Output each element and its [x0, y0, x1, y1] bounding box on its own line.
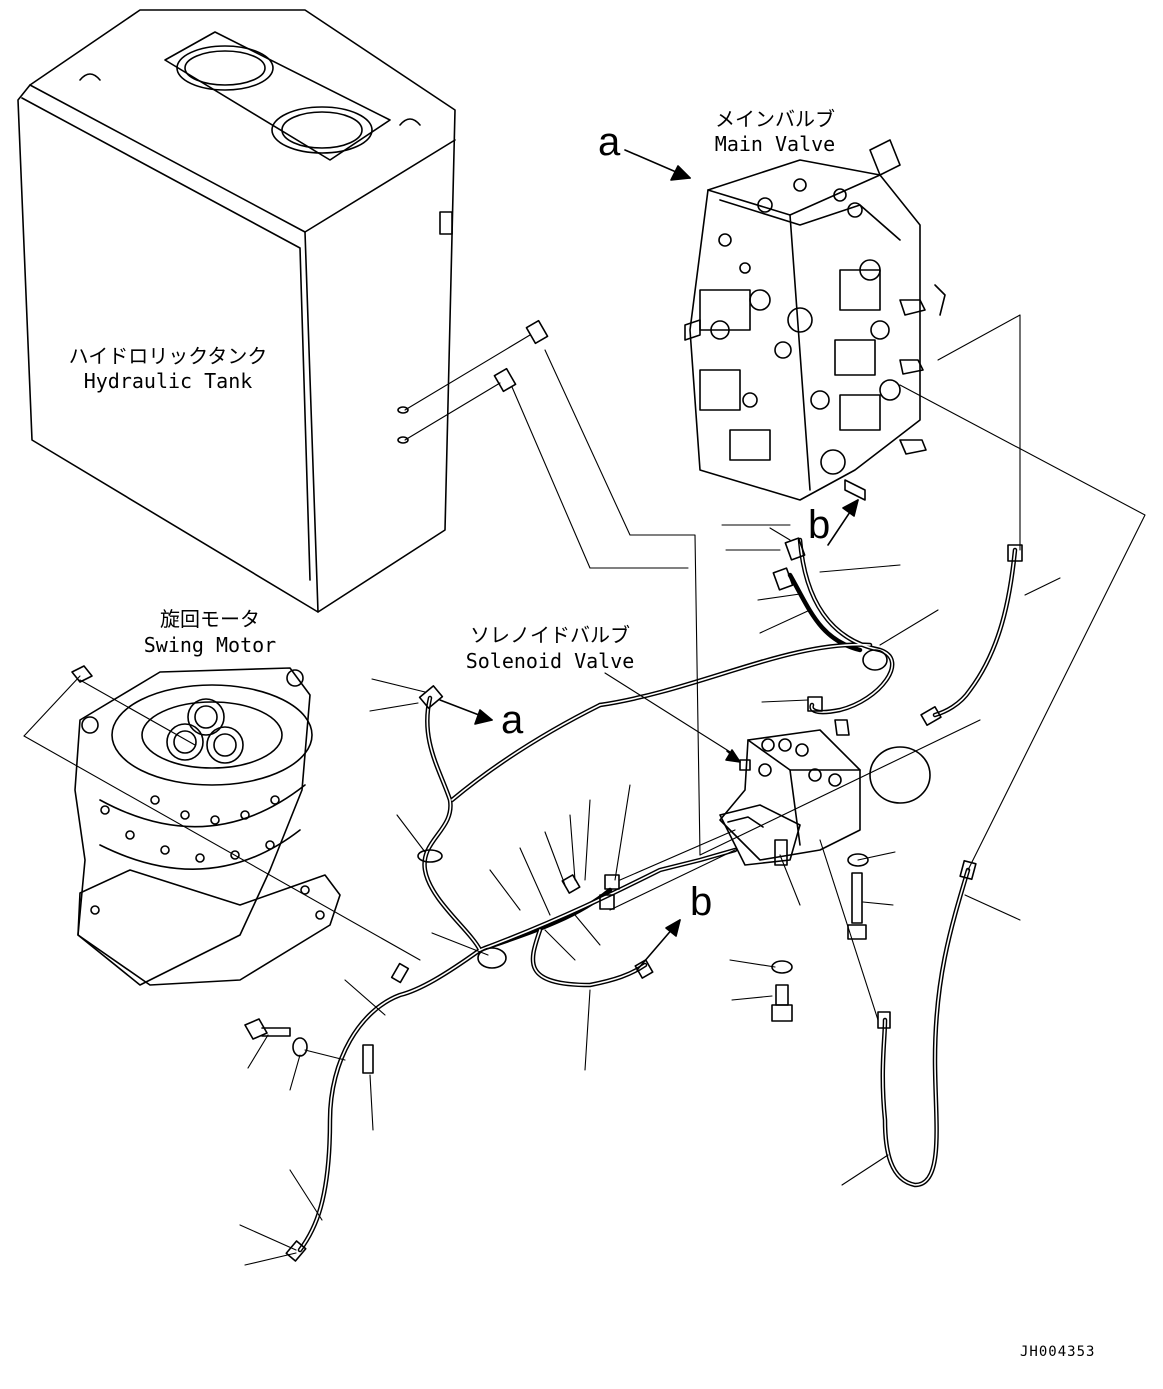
marker-a-main-valve: a: [598, 120, 621, 164]
solenoid-valve-label-jp: ソレノイドバルブ: [470, 623, 630, 647]
solenoid-valve-drawing: [719, 719, 931, 866]
hydraulic-tank-label-en: Hydraulic Tank: [83, 369, 253, 393]
hose-fittings: [285, 319, 1023, 1262]
main-valve-drawing: [684, 139, 946, 501]
marker-b-main-valve: b: [808, 503, 831, 547]
solenoid-valve-label-en: Solenoid Valve: [465, 649, 635, 673]
drawing-code: JH004353: [1020, 1344, 1096, 1360]
swing-motor-drawing: [71, 665, 341, 986]
hydraulic-tank-label-jp: ハイドロリックタンク: [68, 344, 268, 368]
main-valve-label-en: Main Valve: [714, 132, 836, 156]
swing-motor-label-jp: 旋回モータ: [160, 607, 260, 631]
loose-hardware: [244, 406, 869, 1057]
leader-lines: [23, 314, 1146, 1061]
marker-a-hose: a: [501, 698, 524, 742]
hose-routing: [297, 537, 1018, 1253]
marker-b-hose: b: [690, 880, 713, 924]
hydraulic-tank-drawing: [17, 9, 456, 613]
main-valve-label-jp: メインバルブ: [715, 107, 835, 131]
reference-arrows: [439, 149, 859, 971]
callout-leaders: [239, 564, 1061, 1266]
swing-motor-label-en: Swing Motor: [143, 633, 277, 657]
hose-inner-lines: [299, 539, 1016, 1251]
